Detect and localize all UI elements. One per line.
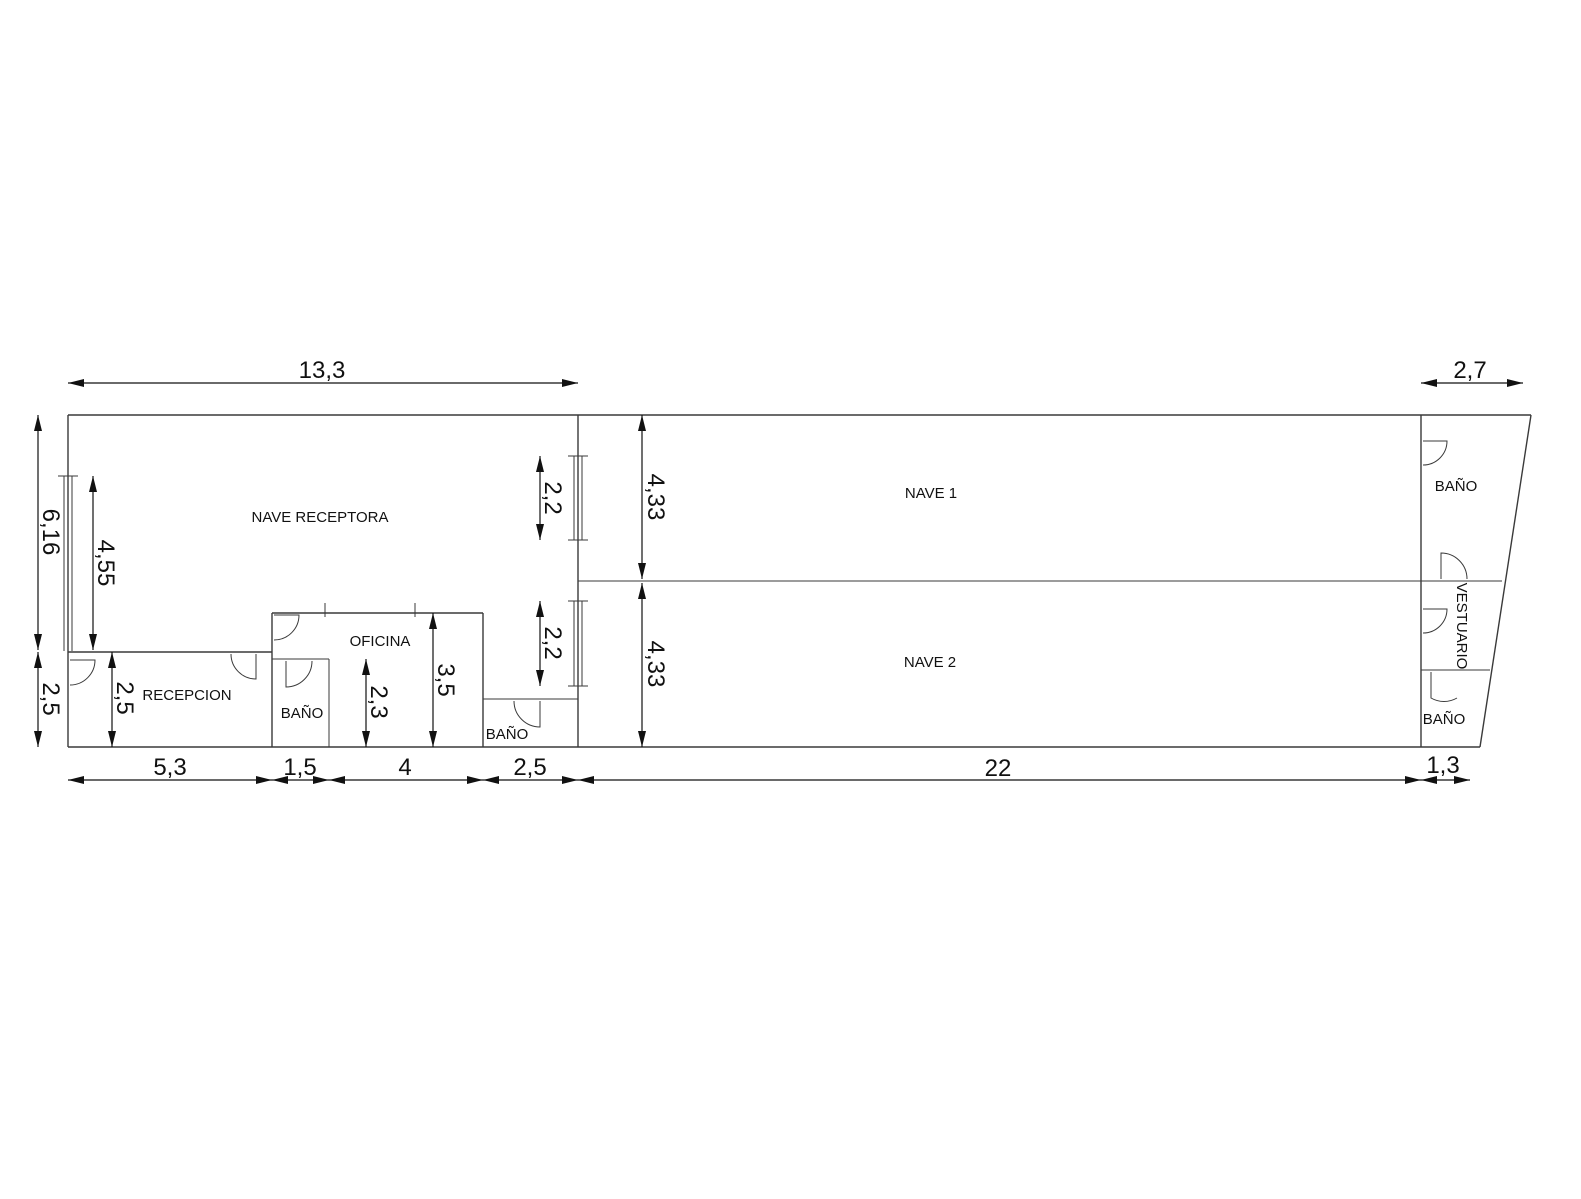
- walls: [67, 414, 1532, 748]
- dim-label-top-2-7: 2,7: [1453, 357, 1486, 384]
- door-bano-central-icon: [513, 700, 541, 728]
- room-label-nave-2: NAVE 2: [904, 654, 956, 671]
- dim-label-door-2-2-top: 2,2: [539, 481, 566, 514]
- doors: [69, 440, 1468, 728]
- dimension-labels: 13,3 2,7 6,16 2,5 4,55 2,5 2,3 3,5 2,2 2…: [37, 357, 1487, 782]
- room-label-bano-central: BAÑO: [486, 726, 529, 743]
- dim-label-inner-4-55: 4,55: [92, 540, 119, 587]
- room-label-bano-oficina: BAÑO: [281, 705, 324, 722]
- room-label-bano-right-top: BAÑO: [1435, 478, 1478, 495]
- dim-label-bottom-1-5: 1,5: [283, 754, 316, 781]
- door-bano-right-bottom-icon: [1430, 672, 1458, 702]
- dim-label-inner-2-5: 2,5: [111, 681, 138, 714]
- door-vestuario-icon: [1440, 552, 1468, 580]
- dim-label-inner-2-3: 2,3: [365, 685, 392, 718]
- room-label-bano-right-bottom: BAÑO: [1423, 711, 1466, 728]
- dimension-lines: [34, 379, 1523, 784]
- door-recepcion-right-icon: [230, 653, 257, 680]
- dim-label-left-6-16: 6,16: [37, 509, 64, 556]
- door-bano-oficina-icon: [285, 660, 313, 688]
- wall-right-slanted: [1479, 414, 1532, 748]
- dim-label-bottom-1-3: 1,3: [1426, 752, 1459, 779]
- dim-label-nave-4-33-bottom: 4,33: [642, 641, 669, 688]
- door-vestuario-lower-icon: [1422, 608, 1448, 634]
- door-bano-right-top-icon: [1422, 440, 1448, 466]
- room-labels: NAVE RECEPTORA NAVE 1 NAVE 2 OFICINA REC…: [142, 478, 1477, 743]
- room-label-nave-1: NAVE 1: [905, 485, 957, 502]
- dim-label-door-2-2-bottom: 2,2: [539, 626, 566, 659]
- door-recepcion-entrance-icon: [69, 659, 96, 686]
- room-label-nave-receptora: NAVE RECEPTORA: [252, 509, 389, 526]
- dim-label-bottom-22: 22: [985, 755, 1012, 782]
- door-oficina-icon: [273, 614, 300, 641]
- room-label-oficina: OFICINA: [350, 633, 411, 650]
- dim-label-bottom-2-5: 2,5: [513, 754, 546, 781]
- room-label-vestuario: VESTUARIO: [1453, 583, 1470, 670]
- room-label-recepcion: RECEPCION: [142, 687, 231, 704]
- dim-label-top-13-3: 13,3: [299, 357, 346, 384]
- dim-label-bottom-5-3: 5,3: [153, 754, 186, 781]
- dim-label-inner-3-5: 3,5: [432, 663, 459, 696]
- dim-label-left-2-5: 2,5: [37, 682, 64, 715]
- openings: [58, 455, 588, 687]
- dim-label-bottom-4: 4: [398, 754, 411, 781]
- dim-label-nave-4-33-top: 4,33: [642, 474, 669, 521]
